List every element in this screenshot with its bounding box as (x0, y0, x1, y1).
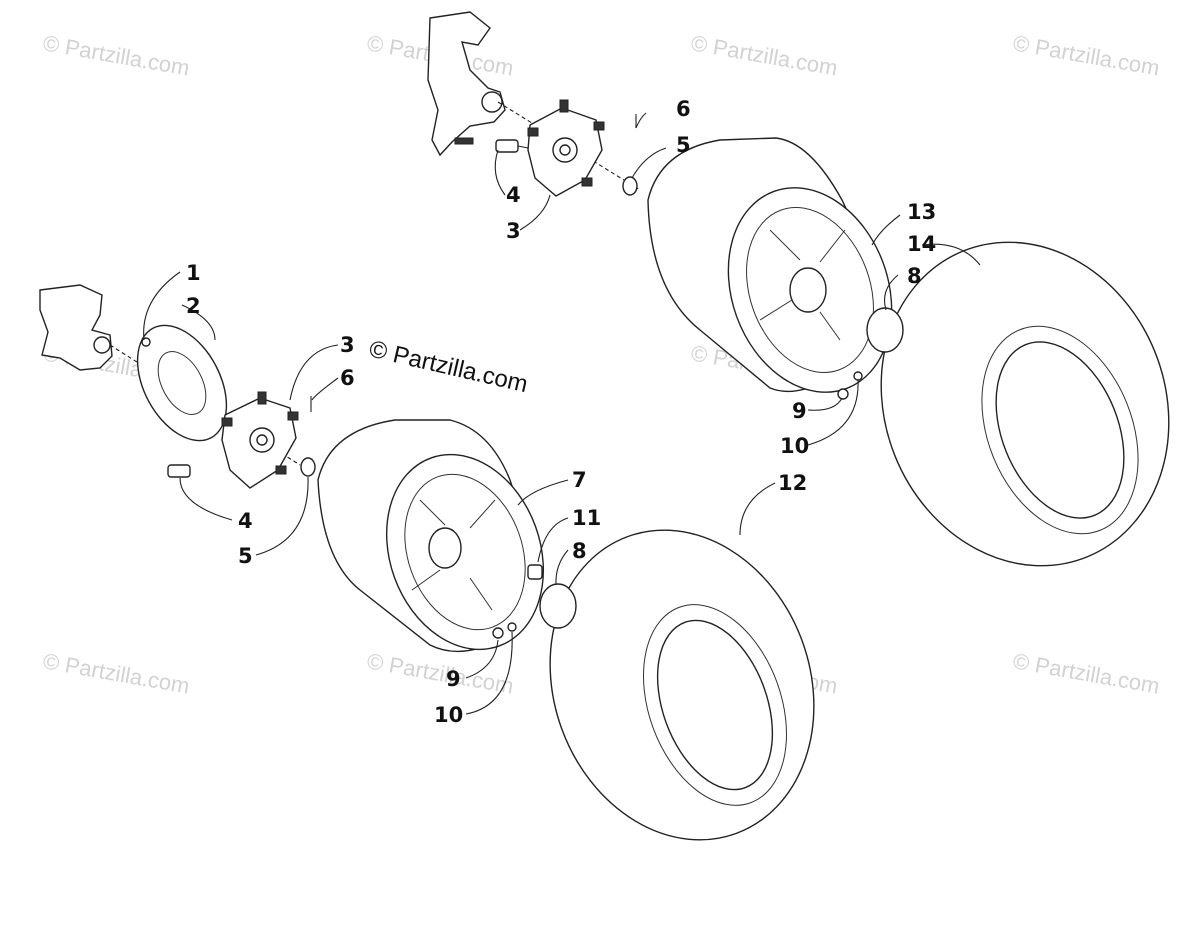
rim-left (317, 419, 545, 653)
hub-nut-top (622, 176, 638, 196)
top-wheel-assembly (427, 11, 1170, 567)
callout-9: 9 (792, 399, 807, 423)
callout-5: 5 (238, 544, 253, 568)
lug-nut-left (527, 564, 543, 580)
brake-disc-bolt (141, 337, 151, 347)
callout-10: 10 (780, 434, 809, 458)
watermark: © Partzilla.com (41, 30, 191, 80)
callouts-top: 6 5 4 3 13 14 8 9 10 (506, 97, 936, 458)
callout-6: 6 (676, 97, 691, 121)
callout-1: 1 (186, 261, 201, 285)
brake-disc (136, 324, 228, 442)
main-watermark: © Partzilla.com (367, 336, 531, 399)
callout-8: 8 (572, 539, 587, 563)
steering-knuckle-top (427, 11, 506, 157)
watermark: © Partzilla.com (1011, 30, 1161, 80)
steering-knuckle-left (39, 284, 113, 371)
callout-10: 10 (434, 703, 463, 727)
wheel-stud-left (167, 464, 191, 478)
valve-stem-top (837, 388, 849, 400)
watermark: © Partzilla.com (1011, 648, 1161, 698)
callout-5: 5 (676, 133, 691, 157)
hub-cap-top (866, 307, 904, 353)
callout-2: 2 (186, 294, 201, 318)
callout-9: 9 (446, 667, 461, 691)
callout-14: 14 (907, 232, 936, 256)
leader-lines (143, 112, 981, 715)
wheel-hub-left (221, 391, 299, 489)
callout-6: 6 (340, 366, 355, 390)
tire-top (880, 241, 1170, 567)
callout-13: 13 (907, 200, 936, 224)
valve-stem-left (492, 627, 504, 639)
watermark: © Partzilla.com (41, 648, 191, 698)
callout-4: 4 (238, 509, 253, 533)
callout-3: 3 (340, 333, 355, 357)
rim-top (647, 137, 893, 393)
hub-cap-left (539, 583, 577, 629)
valve-cap-left (507, 622, 517, 632)
callout-3: 3 (506, 219, 521, 243)
wheel-hub-top (527, 99, 605, 197)
hub-nut-left (300, 457, 316, 477)
tire-left (549, 529, 815, 841)
callout-11: 11 (572, 506, 601, 530)
callouts-left: 1 2 3 6 4 5 7 11 8 9 10 12 (186, 261, 807, 727)
callout-4: 4 (506, 183, 521, 207)
callout-8: 8 (907, 264, 922, 288)
callout-12: 12 (778, 471, 807, 495)
callout-7: 7 (572, 468, 587, 492)
valve-cap-top (853, 371, 863, 381)
left-wheel-assembly (39, 284, 815, 841)
wheel-stud-top (495, 139, 529, 153)
watermark: © Partzilla.com (689, 30, 839, 80)
